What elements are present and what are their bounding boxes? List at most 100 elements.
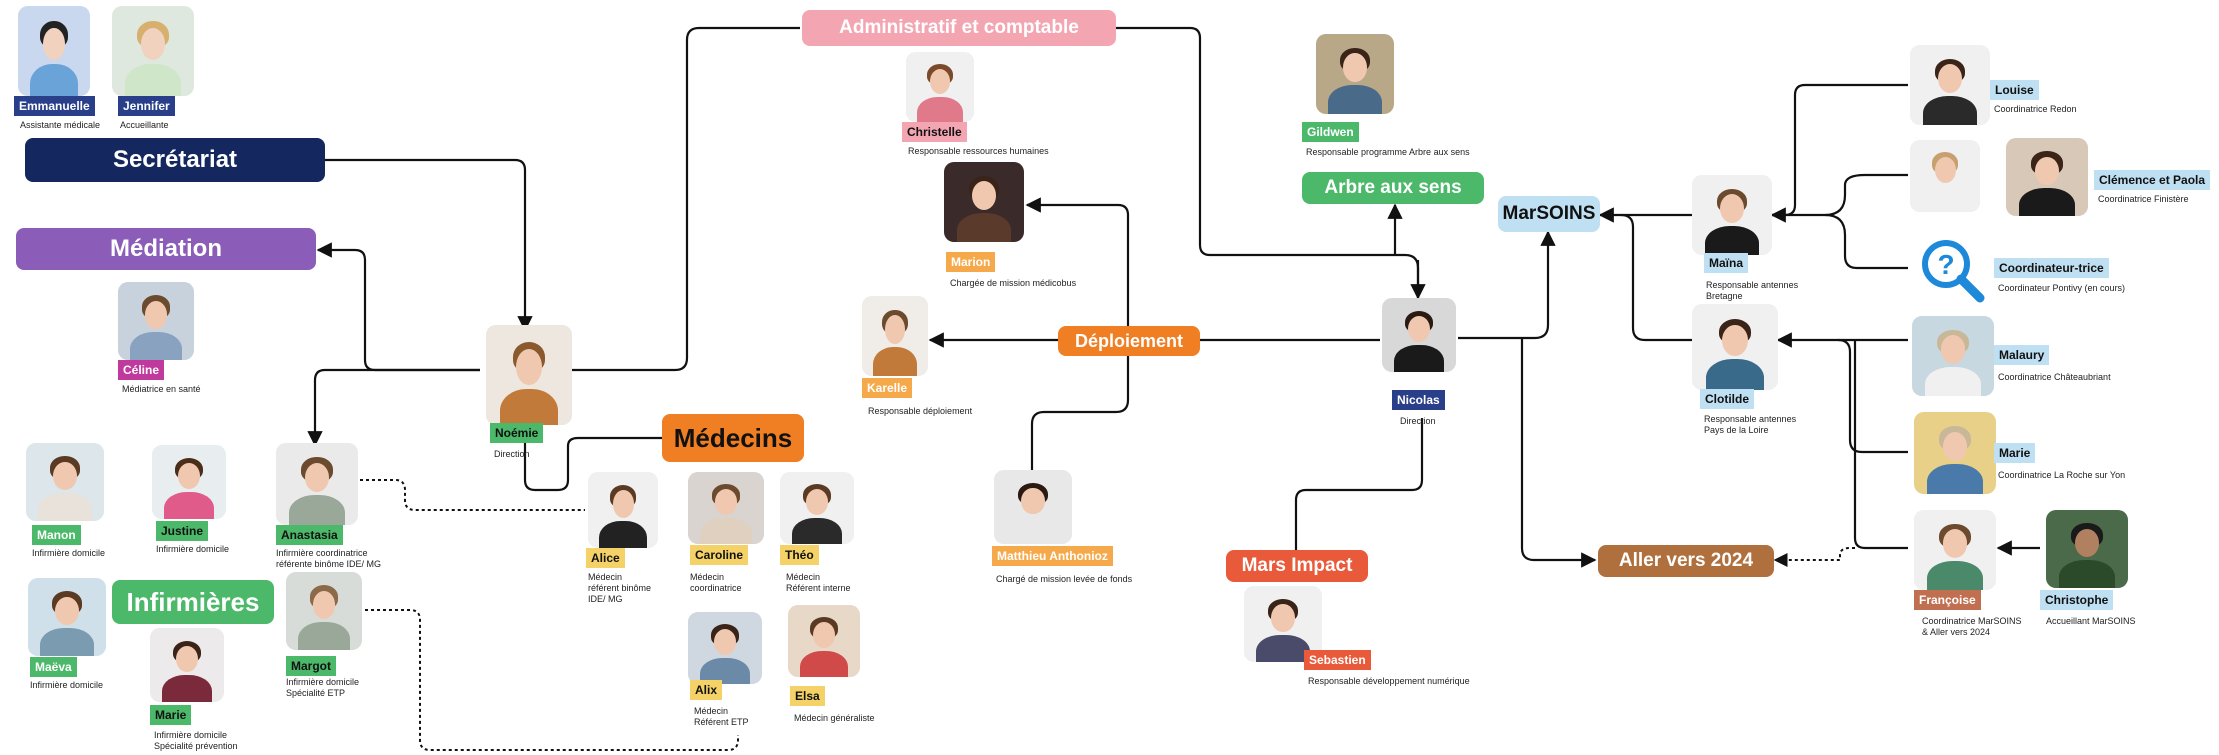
connector-maina-coord [1824, 213, 1908, 270]
coordinateur-name: Coordinateur-trice [1994, 258, 2109, 278]
clotilde-photo [1692, 304, 1778, 390]
nicolas-role: Direction [1400, 416, 1436, 426]
anastasia-role: Infirmière coordinatrice référente binôm… [276, 548, 382, 569]
noemie-name: Noémie [490, 423, 544, 443]
clotilde-name: Clotilde [1700, 389, 1754, 409]
justine-role: Infirmière domicile [156, 544, 230, 554]
jennifer-role: Accueillante [120, 120, 169, 130]
maeva-role: Infirmière domicile [30, 680, 104, 690]
connector-noemie-administratif [572, 26, 800, 372]
marie-yon-photo [1914, 412, 1996, 494]
christophe-name: Christophe [2040, 590, 2114, 610]
gildwen-name: Gildwen [1302, 122, 1359, 142]
marie-inf-photo [150, 628, 224, 702]
connector-nicolas-marsoins [1458, 230, 1556, 340]
dept-aller-vers: Aller vers 2024 [1598, 545, 1774, 577]
dept-marsoins: MarSOINS [1498, 196, 1600, 232]
francoise-role: Coordinatrice MarSOINS & Aller vers 2024 [1922, 616, 2022, 637]
connector-nicolas-marsimpact [1294, 418, 1424, 550]
malaury-name: Malaury [1994, 345, 2050, 365]
connector-clotilde-marsoins [1620, 213, 1692, 342]
clemence-photo [1910, 140, 1980, 212]
celine-photo [118, 282, 194, 360]
francoise-photo [1914, 510, 1996, 590]
connector-maina-louise [1772, 83, 1908, 217]
dept-infirmieres: Infirmières [112, 580, 274, 624]
christelle-role: Responsable ressources humaines [908, 146, 1049, 156]
alix-name: Alix [690, 680, 723, 700]
alice-photo [588, 472, 658, 548]
connector-margot-alix-dotted [365, 609, 739, 751]
alice-role: Médecin référent binôme IDE/ MG [588, 572, 652, 604]
christelle-name: Christelle [902, 122, 967, 142]
connector-anastasia-alice-dotted [360, 479, 585, 511]
noemie-photo [486, 325, 572, 425]
matthieu-photo [994, 470, 1072, 544]
nicolas-photo [1382, 298, 1456, 372]
marion-name: Marion [946, 252, 996, 272]
search-question-icon: ? [1918, 236, 1988, 306]
dept-administratif: Administratif et comptable [802, 10, 1116, 46]
matthieu-name: Matthieu Anthonioz [992, 546, 1113, 566]
sebastien-name: Sebastien [1304, 650, 1371, 670]
matthieu-role: Chargé de mission levée de fonds [996, 574, 1133, 584]
connector-christophe-aller-dotted [1773, 547, 1855, 567]
connector-clotilde-marie [1837, 338, 1908, 454]
alix-role: Médecin Référent ETP [694, 706, 749, 727]
jennifer-name: Jennifer [118, 96, 175, 116]
celine-role: Médiatrice en santé [122, 384, 201, 394]
dept-mediation: Médiation [16, 228, 316, 270]
justine-name: Justine [156, 521, 209, 541]
theo-photo [780, 472, 854, 544]
alix-photo [688, 612, 762, 684]
emmanuelle-name: Emmanuelle [14, 96, 95, 116]
manon-name: Manon [32, 525, 81, 545]
elsa-photo [788, 605, 860, 677]
caroline-photo [688, 472, 764, 544]
gildwen-role: Responsable programme Arbre aux sens [1306, 147, 1470, 157]
connector-administratif-nicolas [1115, 26, 1426, 300]
caroline-name: Caroline [690, 545, 749, 565]
marion-role: Chargée de mission médicobus [950, 278, 1077, 288]
elsa-role: Médecin généraliste [794, 713, 875, 723]
malaury-role: Coordinatrice Châteaubriant [1998, 372, 2111, 382]
dept-deploiement: Déploiement [1058, 326, 1200, 356]
sebastien-role: Responsable développement numérique [1308, 676, 1470, 686]
dept-arbre: Arbre aux sens [1302, 172, 1484, 204]
connector-noemie-anastasia [307, 368, 480, 447]
maeva-photo [28, 578, 106, 656]
caroline-role: Médecin coordinatrice [690, 572, 742, 593]
celine-name: Céline [118, 360, 165, 380]
karelle-photo [862, 296, 928, 376]
margot-photo [286, 572, 362, 650]
alice-name: Alice [586, 548, 625, 568]
clemence2-photo [2006, 138, 2088, 216]
maina-name: Maïna [1704, 253, 1749, 273]
clemence-name: Clémence et Paola [2094, 170, 2211, 190]
christophe-role: Accueillant MarSOINS [2046, 616, 2136, 626]
louise-role: Coordinatrice Redon [1994, 104, 2077, 114]
christelle-photo [906, 52, 974, 122]
gildwen-photo [1316, 34, 1394, 114]
francoise-name: Françoise [1914, 590, 1981, 610]
anastasia-name: Anastasia [276, 525, 343, 545]
coordinateur-role: Coordinateur Pontivy (en cours) [1998, 283, 2126, 293]
marion-photo [944, 162, 1024, 242]
sebastien-photo [1244, 586, 1322, 662]
louise-name: Louise [1990, 80, 2039, 100]
karelle-name: Karelle [862, 378, 913, 398]
jennifer-photo [112, 6, 194, 96]
noemie-role: Direction [494, 449, 530, 459]
connector-clotilde-francoise [1853, 340, 1908, 550]
connector-maina-clemence [1770, 173, 1908, 223]
karelle-role: Responsable déploiement [868, 406, 973, 416]
elsa-name: Elsa [790, 686, 825, 706]
anastasia-photo [276, 443, 358, 525]
margot-name: Margot [286, 656, 336, 676]
clemence-role: Coordinatrice Finistère [2098, 194, 2189, 204]
marie-inf-name: Marie [150, 705, 192, 725]
malaury-photo [1912, 316, 1994, 396]
connector-noemie-mediation [316, 242, 480, 372]
theo-role: Médecin Référent interne [786, 572, 851, 593]
connector-nicolas-aller [1520, 338, 1597, 568]
